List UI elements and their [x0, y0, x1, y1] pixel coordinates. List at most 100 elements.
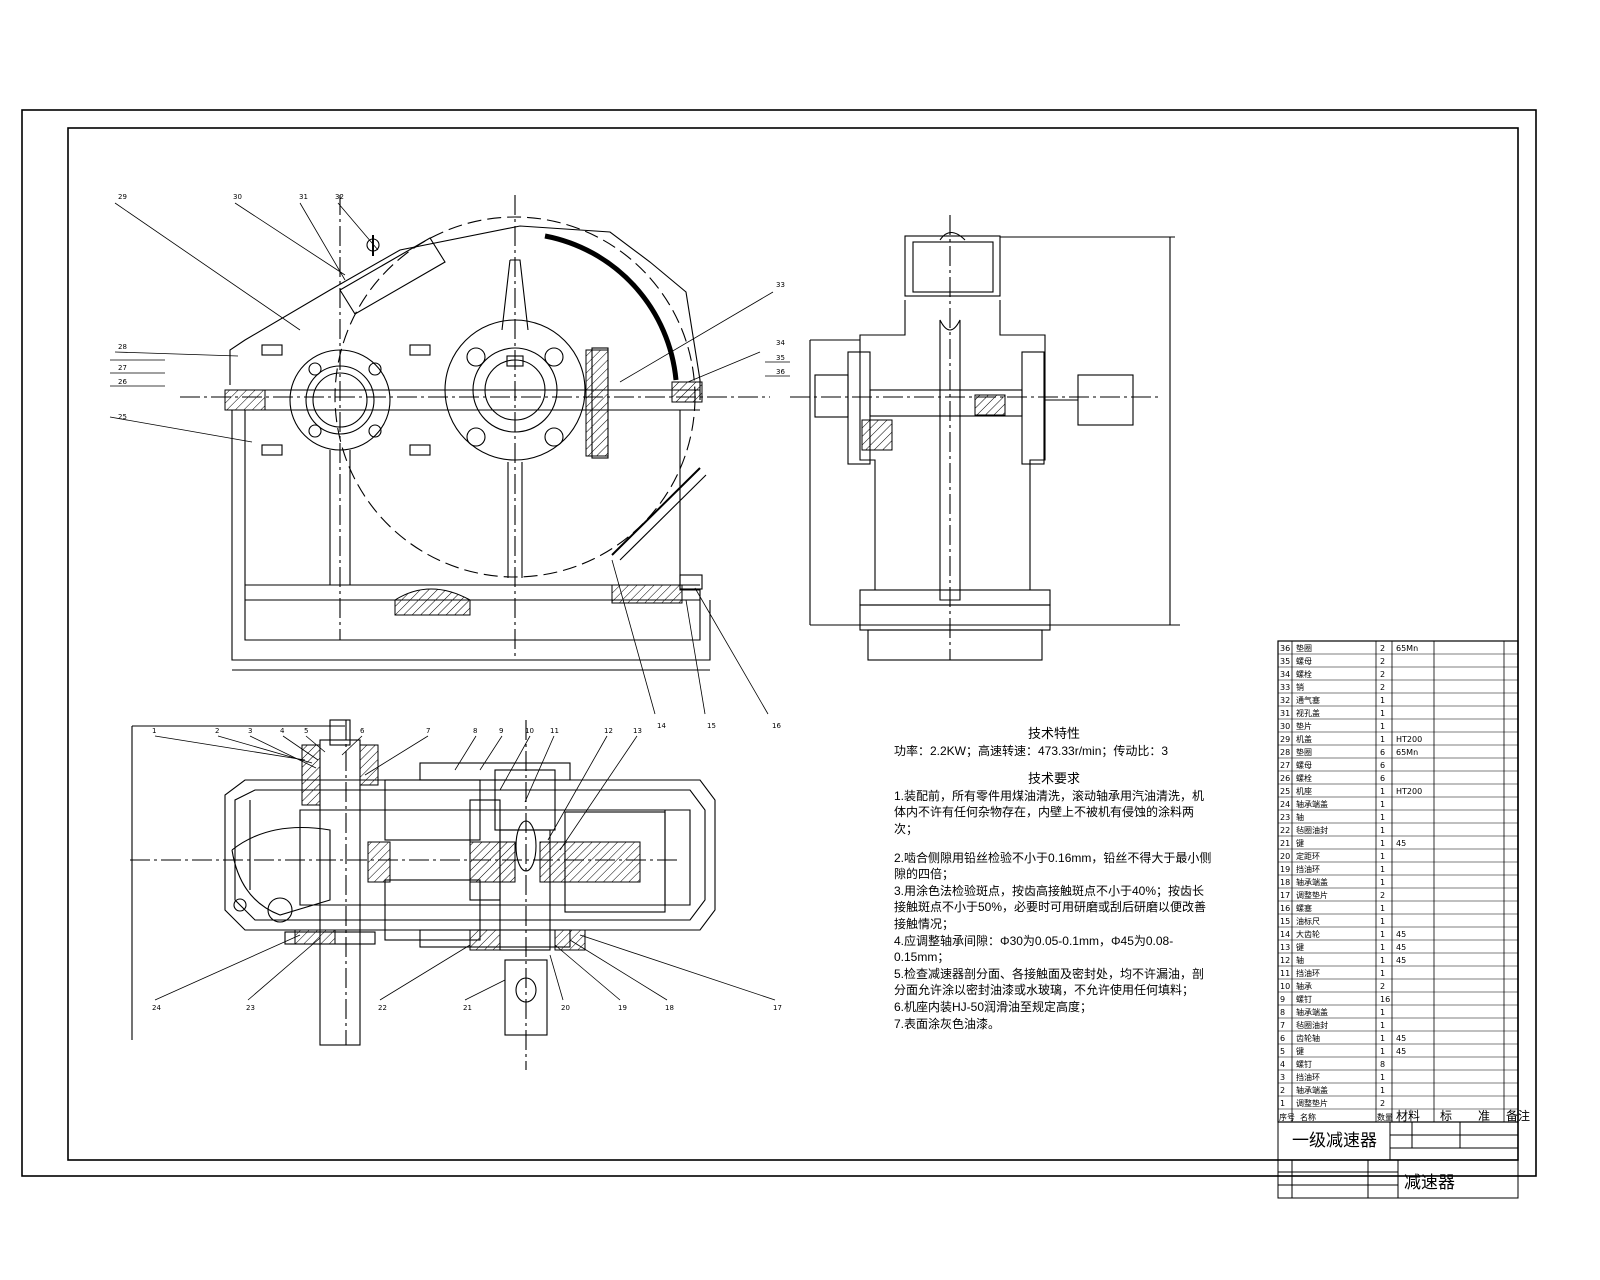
tech-req-line: 4.应调整轴承间隙：Φ30为0.05-0.1mm，Φ45为0.08-0.15mm… — [894, 933, 1174, 965]
bom-name: 垫片 — [1296, 721, 1312, 731]
svg-text:6: 6 — [360, 727, 365, 735]
bom-qty: 1 — [1380, 800, 1385, 809]
bom-no: 35 — [1280, 657, 1290, 666]
bom-qty: 1 — [1380, 865, 1385, 874]
svg-text:4: 4 — [280, 727, 285, 735]
bom-no: 34 — [1280, 670, 1290, 679]
bom-qty: 1 — [1380, 787, 1385, 796]
svg-text:12: 12 — [604, 727, 613, 735]
tech-req-line: 3.用涂色法检验斑点，按齿高接触斑点不小于40%；按齿长接触斑点不小于50%，必… — [894, 883, 1207, 931]
bom-header-cell: 准 — [1478, 1109, 1490, 1123]
svg-text:33: 33 — [776, 281, 785, 289]
bom-no: 31 — [1280, 709, 1290, 718]
bom-no: 27 — [1280, 761, 1290, 770]
bom-name: 键 — [1296, 942, 1304, 952]
svg-text:9: 9 — [499, 727, 503, 735]
svg-text:13: 13 — [633, 727, 642, 735]
bom-name: 螺栓 — [1296, 773, 1312, 783]
svg-text:19: 19 — [618, 1004, 627, 1012]
bom-material: HT200 — [1396, 787, 1422, 796]
bom-no: 24 — [1280, 800, 1290, 809]
front-leaders — [109, 202, 790, 715]
bom-name: 机盖 — [1296, 734, 1312, 744]
bom-no: 21 — [1280, 839, 1290, 848]
bom-qty: 6 — [1380, 774, 1385, 783]
bom-qty: 1 — [1380, 813, 1385, 822]
svg-text:29: 29 — [118, 193, 127, 201]
bom-no: 26 — [1280, 774, 1290, 783]
bom-name: 调整垫片 — [1296, 890, 1328, 900]
bom-qty: 1 — [1380, 1008, 1385, 1017]
tech-req-line: 5.检查减速器剖分面、各接触面及密封处，均不许漏油，剖分面允许涂以密封油漆或水玻… — [894, 966, 1205, 998]
tech-req-line: 1.装配前，所有零件用煤油清洗，滚动轴承用汽油清洗，机体内不许有任何杂物存在，内… — [894, 788, 1205, 836]
tech-req-line: 6.机座内装HJ-50润滑油至规定高度； — [894, 999, 1093, 1014]
bom-header-cell: 序号 — [1279, 1112, 1295, 1122]
bom-name: 螺钉 — [1296, 994, 1312, 1004]
bom-name: 键 — [1296, 838, 1304, 848]
bom-qty: 2 — [1380, 644, 1385, 653]
bom-no: 8 — [1280, 1008, 1285, 1017]
bom-name: 毡圈油封 — [1296, 825, 1328, 835]
bom-qty: 1 — [1380, 1073, 1385, 1082]
bom-qty: 1 — [1380, 930, 1385, 939]
bom-no: 15 — [1280, 917, 1290, 926]
bom-qty: 1 — [1380, 1021, 1385, 1030]
tech-req-line: 2.啮合侧隙用铅丝检验不小于0.16mm，铅丝不得大于最小侧隙的四倍； — [894, 850, 1212, 882]
bom-no: 5 — [1280, 1047, 1285, 1056]
svg-text:16: 16 — [772, 722, 781, 730]
bom-material: 65Mn — [1396, 748, 1418, 757]
bom-name: 油标尺 — [1296, 916, 1320, 926]
svg-text:1: 1 — [152, 727, 156, 735]
bom-qty: 1 — [1380, 1034, 1385, 1043]
bom-name: 轴承 — [1296, 981, 1312, 991]
bom-no: 1 — [1280, 1099, 1285, 1108]
svg-text:27: 27 — [118, 364, 127, 372]
svg-text:2: 2 — [215, 727, 219, 735]
bom-no: 3 — [1280, 1073, 1285, 1082]
tech-req-line: 7.表面涂灰色油漆。 — [894, 1016, 1001, 1031]
front-view-hatch — [224, 349, 703, 616]
svg-text:24: 24 — [152, 1004, 161, 1012]
svg-text:7: 7 — [426, 727, 430, 735]
bom-no: 25 — [1280, 787, 1290, 796]
bom-header-cell: 数量 — [1377, 1112, 1393, 1122]
top-view-hatch — [294, 744, 641, 951]
bom-no: 13 — [1280, 943, 1290, 952]
bom-qty: 1 — [1380, 826, 1385, 835]
svg-text:17: 17 — [773, 1004, 782, 1012]
bom-qty: 1 — [1380, 839, 1385, 848]
bom-material: 45 — [1396, 1047, 1406, 1056]
bom-name: 大齿轮 — [1296, 929, 1320, 939]
bom-qty: 1 — [1380, 709, 1385, 718]
bom-no: 17 — [1280, 891, 1290, 900]
bom-name: 挡油环 — [1296, 968, 1320, 978]
tech-requirements-title: 技术要求 — [1027, 771, 1080, 787]
bom-no: 16 — [1280, 904, 1290, 913]
bom-qty: 16 — [1380, 995, 1390, 1004]
bom-no: 11 — [1280, 969, 1290, 978]
bom-qty: 1 — [1380, 917, 1385, 926]
svg-text:23: 23 — [246, 1004, 255, 1012]
bom-qty: 1 — [1380, 1086, 1385, 1095]
bom-name: 调整垫片 — [1296, 1098, 1328, 1108]
front-part-labels: 29 30 31 32 33 34 35 36 28 27 26 25 14 1… — [118, 193, 785, 730]
bom-qty: 2 — [1380, 891, 1385, 900]
bom-material: 45 — [1396, 956, 1406, 965]
bom-name: 挡油环 — [1296, 1072, 1320, 1082]
bom-material: 45 — [1396, 839, 1406, 848]
top-part-labels: 1 2 3 4 5 6 7 8 9 10 11 12 13 24 23 22 2… — [152, 727, 782, 1012]
bom-name: 螺栓 — [1296, 669, 1312, 679]
bom-qty: 1 — [1380, 735, 1385, 744]
bom-qty: 2 — [1380, 982, 1385, 991]
svg-text:11: 11 — [550, 727, 559, 735]
bom-qty: 1 — [1380, 852, 1385, 861]
bom-qty: 1 — [1380, 1047, 1385, 1056]
bom-qty: 2 — [1380, 670, 1385, 679]
bom-header-cell: 备注 — [1506, 1108, 1530, 1123]
bom-qty: 2 — [1380, 657, 1385, 666]
technical-notes: 技术特性 功率：2.2KW；高速转速：473.33r/min；传动比：3 技术要… — [894, 726, 1214, 1032]
svg-text:31: 31 — [299, 193, 308, 201]
svg-text:25: 25 — [118, 413, 127, 421]
bom-qty: 8 — [1380, 1060, 1385, 1069]
svg-text:30: 30 — [233, 193, 242, 201]
